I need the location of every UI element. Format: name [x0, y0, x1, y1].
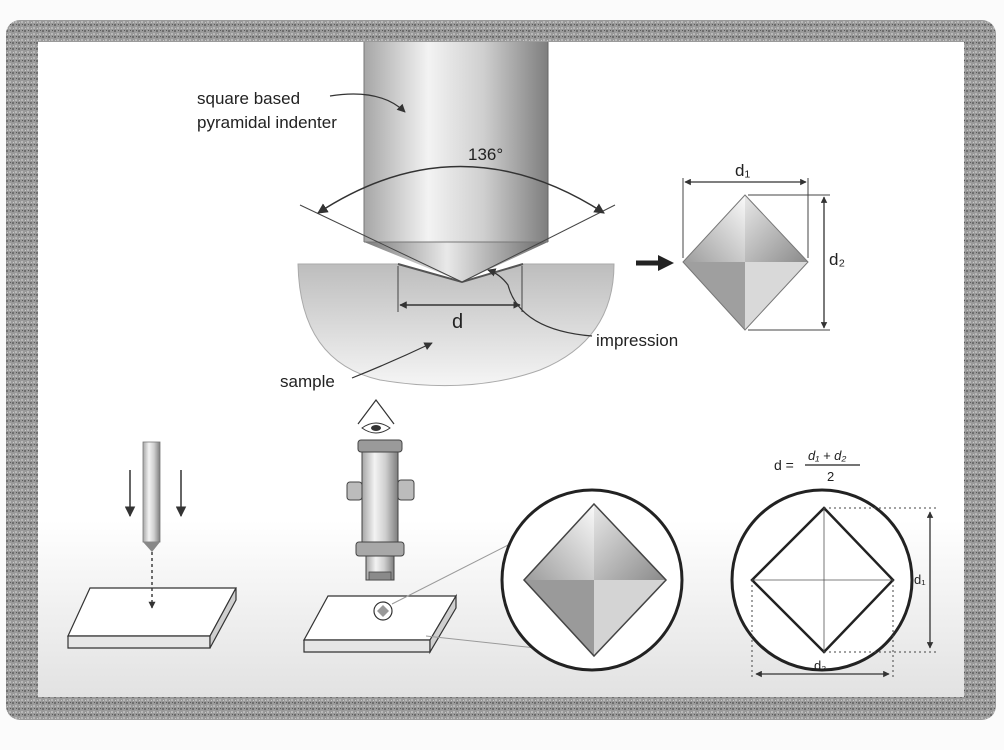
- right-arrow-icon: [636, 255, 674, 271]
- microscope: [346, 439, 415, 581]
- average-diagonal-formula: d = d₁ + d₂ 2: [774, 448, 860, 484]
- d2-side-label: d₂: [829, 250, 845, 269]
- formula-denominator: 2: [827, 469, 834, 484]
- d-dimension: [397, 266, 523, 312]
- impression-label: impression: [596, 331, 678, 350]
- small-indenter-1: [142, 441, 161, 609]
- measurement-view: [730, 488, 938, 680]
- indenter: [363, 42, 549, 282]
- impression-leader: [487, 268, 593, 337]
- magnified-impression-view: [500, 488, 684, 672]
- d2-bottom-label: d₂: [814, 658, 826, 673]
- specimen-plate-1: [67, 587, 238, 649]
- sample-label: sample: [280, 372, 335, 391]
- d2-dimension-side: [748, 194, 830, 331]
- pyramid-top-view: [682, 194, 809, 331]
- formula-lhs: d =: [774, 457, 794, 473]
- d1-right-label: d₁: [914, 572, 926, 587]
- eye-icon: [357, 399, 395, 434]
- indenter-label-line2: pyramidal indenter: [197, 113, 337, 132]
- d1-dimension-top: [682, 178, 809, 258]
- d1-top-label: d₁: [735, 161, 750, 180]
- indenter-leader: [329, 93, 406, 113]
- angle-label: 136°: [468, 145, 503, 164]
- indenter-label-line1: square based: [197, 89, 300, 108]
- down-arrow-icon: [124, 470, 187, 518]
- d-label: d: [452, 311, 463, 333]
- formula-numerator: d₁ + d₂: [808, 448, 846, 463]
- zoom-line-upper: [391, 539, 519, 605]
- specimen-plate-2: [302, 593, 458, 655]
- zoom-line-lower: [425, 635, 537, 649]
- sample-leader: [351, 342, 433, 379]
